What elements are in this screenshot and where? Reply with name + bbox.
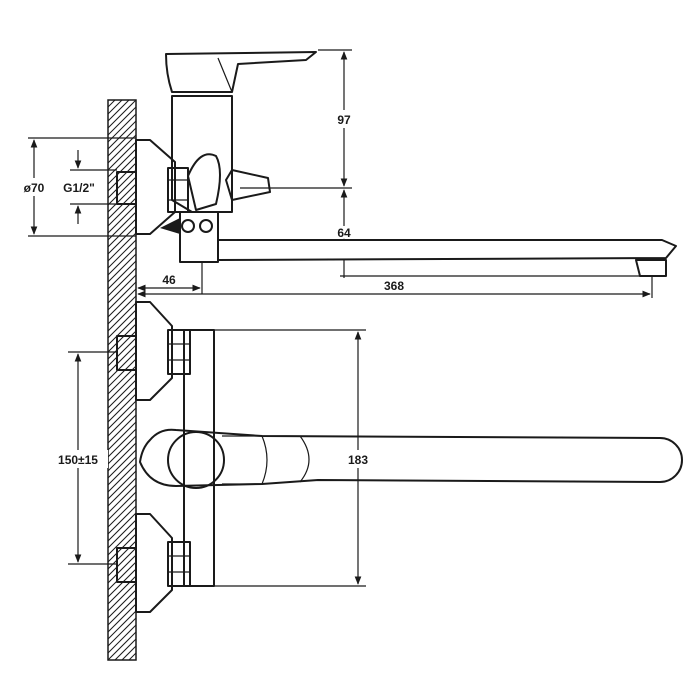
dimension-lines [28, 49, 660, 587]
hatch-line [107, 617, 137, 647]
hatch-line [107, 99, 130, 122]
hatch-line [107, 379, 137, 409]
hatch-line [107, 519, 137, 549]
hatch-line [107, 176, 137, 206]
hatch-line [107, 498, 137, 528]
hatch-line [114, 638, 137, 661]
hatch-line [107, 491, 137, 521]
hatch-line [107, 169, 137, 199]
hatch-line [107, 512, 137, 542]
hatch-line [107, 302, 137, 332]
hatch-line [107, 372, 137, 402]
dimension-labels: 97 64 ø70 G1/2" 46 368 150±15 183 [16, 110, 404, 468]
hatch-line [107, 344, 137, 374]
hatch-line [107, 561, 137, 591]
hatch-line [107, 624, 137, 654]
hatch-line [107, 358, 137, 388]
hatch-line [107, 589, 137, 619]
hatch-line [107, 477, 137, 507]
dim-flange-diameter: ø70 [24, 181, 45, 195]
hatch-line [107, 435, 137, 465]
front-view-mixer [116, 301, 683, 613]
hatch-line [107, 99, 123, 115]
hatch-line [107, 148, 137, 178]
hatch-line [107, 134, 137, 164]
hatch-line [107, 239, 137, 269]
dim-thread: G1/2" [63, 181, 95, 195]
hatch-line [107, 407, 137, 437]
hatch-line [107, 505, 137, 535]
hatch-line [107, 162, 137, 192]
hatch-line [107, 582, 137, 612]
hatch-line [107, 274, 137, 304]
hatch-line [107, 631, 137, 661]
hatch-line [107, 596, 137, 626]
hatch-line [107, 393, 137, 423]
dim-spout-length: 368 [384, 279, 404, 293]
hatch-line [107, 470, 137, 500]
hatch-line [107, 127, 137, 157]
hatch-line [107, 232, 137, 262]
hatch-line [107, 120, 137, 150]
dim-body-height: 183 [348, 453, 368, 467]
hatch-line [107, 428, 137, 458]
hatch-line [107, 288, 137, 318]
hatch-line [107, 218, 137, 248]
hatch-line [107, 547, 137, 577]
hatch-line [107, 575, 137, 605]
hatch-line [107, 442, 137, 472]
hatch-line [107, 211, 137, 241]
hatch-line [107, 267, 137, 297]
hatch-line [107, 484, 137, 514]
hatch-line [107, 603, 137, 633]
hatch-line [107, 197, 137, 227]
hatch-line [107, 610, 137, 640]
wall-hatching [107, 99, 137, 661]
hatch-line [107, 337, 137, 367]
hatch-line [128, 652, 137, 661]
hatch-line [107, 463, 137, 493]
hatch-line [107, 253, 137, 283]
dim-center-distance: 150±15 [58, 453, 98, 467]
hatch-line [107, 260, 137, 290]
hatch-line [121, 645, 137, 661]
hatch-line [107, 246, 137, 276]
dim-wall-offset: 46 [162, 273, 176, 287]
wall-section [107, 99, 137, 661]
hatch-line [107, 281, 137, 311]
hatch-line [107, 414, 137, 444]
dim-handle-height: 97 [337, 113, 351, 127]
hatch-line [107, 421, 137, 451]
hatch-line [107, 99, 116, 108]
hatch-line [107, 400, 137, 430]
hatch-line [107, 155, 137, 185]
hatch-line [107, 106, 137, 136]
hatch-line [107, 99, 137, 129]
hatch-line [107, 141, 137, 171]
dim-spout-drop: 64 [337, 226, 351, 240]
hatch-line [107, 204, 137, 234]
hatch-line [107, 316, 137, 346]
hatch-line [107, 554, 137, 584]
side-view-mixer [116, 51, 677, 277]
hatch-line [107, 386, 137, 416]
hatch-line [107, 225, 137, 255]
hatch-line [107, 351, 137, 381]
hatch-line [107, 526, 137, 556]
hatch-line [107, 456, 137, 486]
hatch-line [107, 183, 137, 213]
hatch-line [107, 323, 137, 353]
hatch-line [107, 295, 137, 325]
hatch-line [107, 449, 137, 479]
hatch-line [107, 113, 137, 143]
hatch-line [107, 309, 137, 339]
